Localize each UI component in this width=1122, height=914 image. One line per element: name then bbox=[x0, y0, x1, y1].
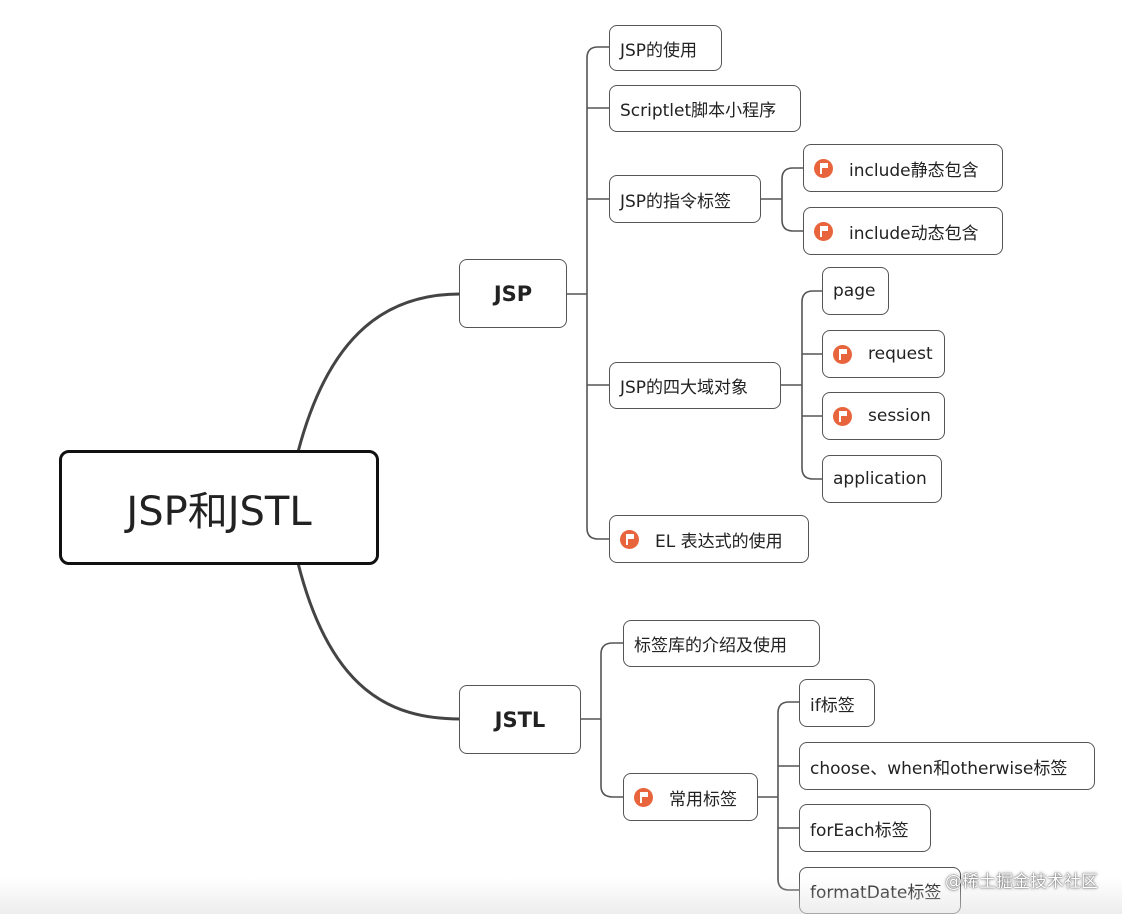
topic-label: EL 表达式的使用 bbox=[655, 531, 783, 552]
topic-label: application bbox=[833, 469, 927, 489]
topic-formatdate-tag[interactable]: formatDate标签 bbox=[799, 867, 961, 914]
flag-icon bbox=[833, 344, 852, 364]
topic-label: request bbox=[868, 344, 933, 364]
flag-icon bbox=[620, 529, 639, 549]
root-topic[interactable]: JSP和JSTL bbox=[59, 450, 379, 565]
topic-jstl-label: JSTL bbox=[494, 707, 546, 732]
topic-label: session bbox=[868, 406, 931, 426]
topic-include-dynamic[interactable]: include动态包含 bbox=[803, 207, 1003, 255]
topic-jstl[interactable]: JSTL bbox=[459, 685, 581, 754]
topic-label: JSP的指令标签 bbox=[620, 191, 732, 212]
topic-label: include动态包含 bbox=[849, 223, 979, 244]
topic-if-tag[interactable]: if标签 bbox=[799, 679, 875, 727]
topic-scope-request[interactable]: request bbox=[822, 330, 945, 378]
flag-icon bbox=[814, 221, 833, 241]
topic-common-tags[interactable]: 常用标签 bbox=[623, 773, 758, 821]
watermark: @稀土掘金技术社区 bbox=[945, 872, 1098, 892]
topic-label: include静态包含 bbox=[849, 160, 979, 181]
topic-label: JSP的使用 bbox=[620, 40, 698, 61]
topic-tag-library[interactable]: 标签库的介绍及使用 bbox=[623, 620, 820, 667]
flag-icon bbox=[634, 787, 653, 807]
topic-scopes[interactable]: JSP的四大域对象 bbox=[609, 362, 781, 409]
topic-label: if标签 bbox=[810, 695, 855, 716]
topic-label: JSP的四大域对象 bbox=[620, 378, 749, 398]
topic-label: 标签库的介绍及使用 bbox=[634, 636, 787, 656]
topic-scope-application[interactable]: application bbox=[822, 455, 942, 503]
topic-label: 常用标签 bbox=[669, 789, 737, 810]
topic-label: forEach标签 bbox=[810, 820, 909, 841]
topic-scriptlet[interactable]: Scriptlet脚本小程序 bbox=[609, 85, 801, 132]
flag-icon bbox=[814, 158, 833, 178]
topic-jsp[interactable]: JSP bbox=[459, 259, 567, 328]
topic-el-usage[interactable]: EL 表达式的使用 bbox=[609, 515, 809, 563]
topic-label: page bbox=[833, 281, 876, 301]
topic-label: formatDate标签 bbox=[810, 883, 942, 903]
flag-icon bbox=[833, 406, 852, 426]
topic-scope-session[interactable]: session bbox=[822, 392, 945, 440]
topic-directive[interactable]: JSP的指令标签 bbox=[609, 175, 761, 223]
topic-jsp-label: JSP bbox=[493, 281, 533, 306]
topic-label: choose、when和otherwise标签 bbox=[810, 758, 1068, 779]
topic-include-static[interactable]: include静态包含 bbox=[803, 144, 1003, 192]
topic-foreach-tag[interactable]: forEach标签 bbox=[799, 804, 931, 852]
root-topic-label: JSP和JSTL bbox=[126, 488, 312, 535]
topic-label: Scriptlet脚本小程序 bbox=[620, 101, 777, 121]
topic-jsp-usage[interactable]: JSP的使用 bbox=[609, 25, 722, 71]
topic-choose-tag[interactable]: choose、when和otherwise标签 bbox=[799, 742, 1095, 790]
topic-scope-page[interactable]: page bbox=[822, 267, 889, 315]
